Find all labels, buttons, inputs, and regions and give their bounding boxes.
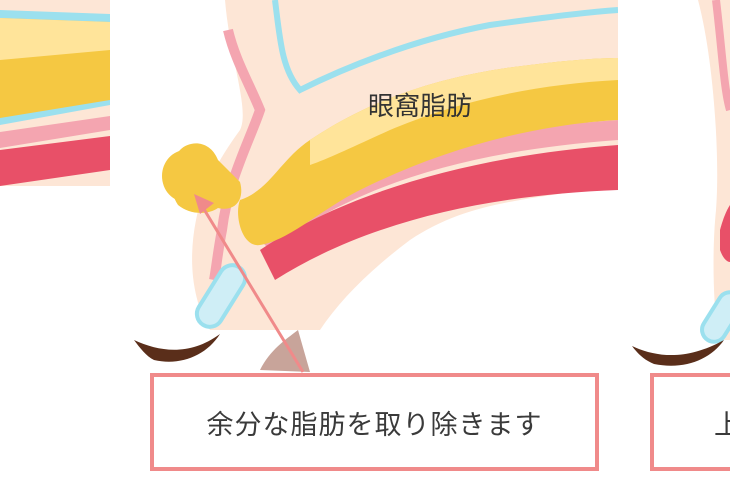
right-panel-partial: 上 (618, 0, 730, 500)
caption-box-partial: 上 (650, 373, 730, 471)
levator-line (209, 28, 266, 281)
eyelid-cross-section (134, 0, 618, 373)
background (0, 186, 110, 500)
caption-text-partial: 上 (714, 409, 730, 441)
excess-fat-lobe (162, 150, 210, 202)
caption-box: 余分な脂肪を取り除きます (150, 373, 599, 471)
caption-text: 余分な脂肪を取り除きます (206, 409, 543, 441)
removal-arrow-line (200, 205, 305, 373)
left-panel-illustration (0, 0, 110, 500)
orbicularis-muscle (260, 145, 618, 280)
right-panel-illustration (632, 0, 730, 366)
left-panel-partial (0, 0, 110, 500)
orbital-septum (272, 0, 618, 94)
center-panel: 眼窩脂肪 余分な脂肪を取り除きます (110, 0, 618, 500)
eye-shadow (260, 330, 310, 372)
conjunctiva (700, 290, 730, 344)
levator-line (712, 0, 730, 112)
removal-arrow-head (194, 194, 214, 214)
muscle-edge (720, 205, 730, 262)
eyelash (134, 334, 220, 362)
orbicularis-muscle (0, 136, 110, 186)
orbital-fat (238, 58, 618, 246)
fat-highlight (0, 18, 110, 60)
orbital-fat-label: 眼窩脂肪 (368, 92, 473, 122)
orbital-fat-highlight (310, 58, 618, 165)
eyelash (632, 340, 724, 366)
muscle-layer (0, 116, 110, 148)
